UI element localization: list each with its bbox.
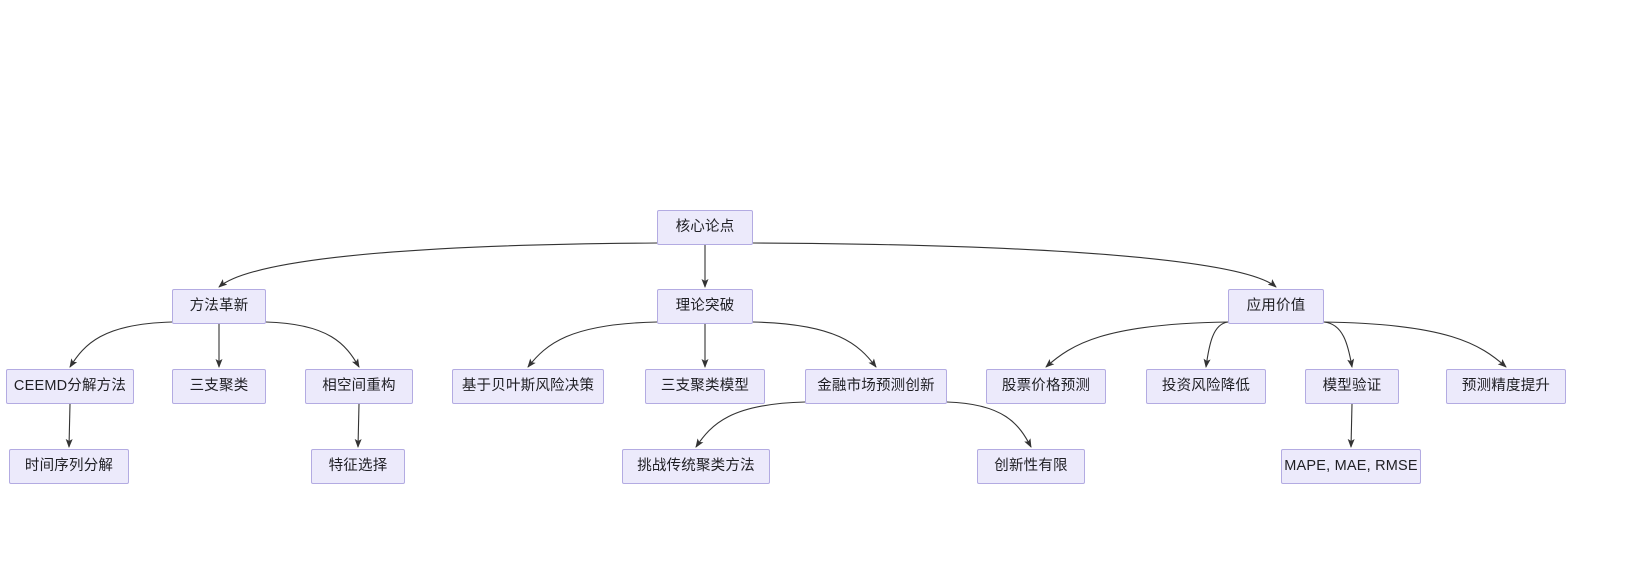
node-l4b[interactable]: 特征选择 <box>311 449 405 484</box>
edge-l3b3-to-l4d <box>946 401 1032 448</box>
node-label: 相空间重构 <box>322 378 396 395</box>
node-l3c3[interactable]: 模型验证 <box>1305 369 1399 404</box>
node-label: 理论突破 <box>675 298 735 315</box>
node-l4c[interactable]: 挑战传统聚类方法 <box>622 449 770 484</box>
node-label: 方法革新 <box>189 298 249 315</box>
node-label: 挑战传统聚类方法 <box>637 458 755 475</box>
node-label: MAPE, MAE, RMSE <box>1284 458 1418 475</box>
node-l3b2[interactable]: 三支聚类模型 <box>645 369 765 404</box>
edge-l2c-to-l3c1 <box>1045 321 1229 368</box>
edge-l3b3-to-l4c <box>695 401 806 448</box>
node-label: 股票价格预测 <box>1001 378 1091 395</box>
node-label: 应用价值 <box>1246 298 1306 315</box>
node-l4d[interactable]: 创新性有限 <box>977 449 1085 484</box>
node-l3a1[interactable]: CEEMD分解方法 <box>6 369 134 404</box>
node-label: 基于贝叶斯风险决策 <box>461 378 595 395</box>
node-label: 三支聚类模型 <box>660 378 750 395</box>
node-l3b1[interactable]: 基于贝叶斯风险决策 <box>452 369 604 404</box>
node-l4e[interactable]: MAPE, MAE, RMSE <box>1281 449 1421 484</box>
node-l4a[interactable]: 时间序列分解 <box>9 449 129 484</box>
node-label: 时间序列分解 <box>24 458 114 475</box>
node-l3c2[interactable]: 投资风险降低 <box>1146 369 1266 404</box>
node-label: 模型验证 <box>1322 378 1382 395</box>
node-label: 三支聚类 <box>189 378 249 395</box>
node-l3a2[interactable]: 三支聚类 <box>172 369 266 404</box>
edge-l2a-to-l3a1 <box>69 321 173 368</box>
node-label: 创新性有限 <box>994 458 1068 475</box>
node-l3c4[interactable]: 预测精度提升 <box>1446 369 1566 404</box>
edge-l2c-to-l3c3 <box>1323 321 1355 368</box>
edge-root-to-l2a <box>218 242 658 288</box>
edge-l2c-to-l3c4 <box>1323 321 1507 368</box>
edge-l3a1-to-l4a <box>65 403 73 448</box>
node-l3a3[interactable]: 相空间重构 <box>305 369 413 404</box>
node-label: 投资风险降低 <box>1161 378 1251 395</box>
node-l2b[interactable]: 理论突破 <box>657 289 753 324</box>
edge-l2b-to-l3b1 <box>527 321 658 368</box>
node-label: 金融市场预测创新 <box>817 378 935 395</box>
node-root[interactable]: 核心论点 <box>657 210 753 245</box>
node-l2c[interactable]: 应用价值 <box>1228 289 1324 324</box>
edge-l3c3-to-l4e <box>1347 403 1355 448</box>
edge-l2b-to-l3b3 <box>752 321 877 368</box>
node-label: CEEMD分解方法 <box>13 378 127 395</box>
node-label: 预测精度提升 <box>1461 378 1551 395</box>
node-l2a[interactable]: 方法革新 <box>172 289 266 324</box>
node-l3b3[interactable]: 金融市场预测创新 <box>805 369 947 404</box>
edge-l2c-to-l3c2 <box>1203 321 1229 368</box>
edge-l3a3-to-l4b <box>354 403 362 448</box>
node-label: 特征选择 <box>328 458 388 475</box>
edge-root-to-l2c <box>752 242 1277 288</box>
edges-group <box>65 242 1507 448</box>
edge-l2a-to-l3a3 <box>265 321 360 368</box>
node-label: 核心论点 <box>675 219 735 236</box>
node-l3c1[interactable]: 股票价格预测 <box>986 369 1106 404</box>
